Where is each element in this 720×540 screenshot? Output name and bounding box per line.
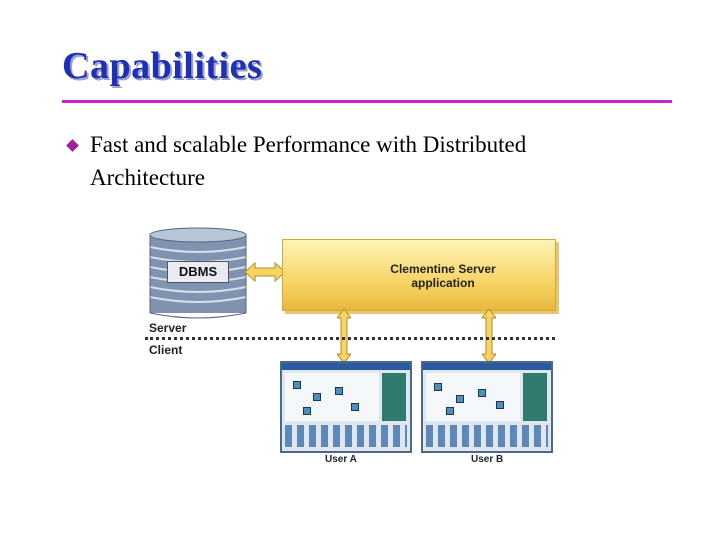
server-label-line-1: Clementine Server <box>390 262 496 276</box>
client-screen-b <box>421 361 553 453</box>
stream-node-icon <box>293 381 301 389</box>
bullet-line-2: Architecture <box>90 165 205 190</box>
bullet-text: Fast and scalable Performance with Distr… <box>90 128 650 194</box>
clementine-server-box: Clementine Server application <box>282 239 556 311</box>
bullet-line-1: Fast and scalable Performance with Distr… <box>90 132 527 157</box>
stream-node-icon <box>478 389 486 397</box>
stream-node-icon <box>434 383 442 391</box>
dbms-label: DBMS <box>167 261 229 283</box>
vertical-arrow-icon <box>482 309 496 363</box>
stream-node-icon <box>303 407 311 415</box>
double-arrow-icon <box>245 261 285 283</box>
stream-node-icon <box>496 401 504 409</box>
stream-canvas <box>285 373 379 421</box>
palette-panel <box>382 373 406 421</box>
diamond-bullet-icon <box>66 139 79 152</box>
vertical-arrow-icon <box>337 309 351 363</box>
stream-node-icon <box>351 403 359 411</box>
node-palette <box>285 425 407 447</box>
user-b-label: User B <box>471 454 504 465</box>
database-cylinder-icon <box>149 227 247 319</box>
window-title-bar <box>282 363 410 370</box>
client-tier-label: Client <box>149 343 183 357</box>
architecture-diagram: DBMS Clementine Server application Serve… <box>145 225 565 465</box>
stream-node-icon <box>456 395 464 403</box>
stream-node-icon <box>335 387 343 395</box>
title-underline <box>62 100 672 103</box>
server-application-label: Clementine Server application <box>343 262 543 290</box>
stream-canvas <box>426 373 520 421</box>
stream-node-icon <box>313 393 321 401</box>
server-tier-label: Server <box>149 321 187 335</box>
user-a-label: User A <box>325 454 357 465</box>
window-title-bar <box>423 363 551 370</box>
node-palette <box>426 425 548 447</box>
palette-panel <box>523 373 547 421</box>
client-screen-a <box>280 361 412 453</box>
stream-node-icon <box>446 407 454 415</box>
server-label-line-2: application <box>411 276 475 290</box>
slide-title: Capabilities <box>62 45 263 87</box>
tier-divider <box>145 337 555 340</box>
